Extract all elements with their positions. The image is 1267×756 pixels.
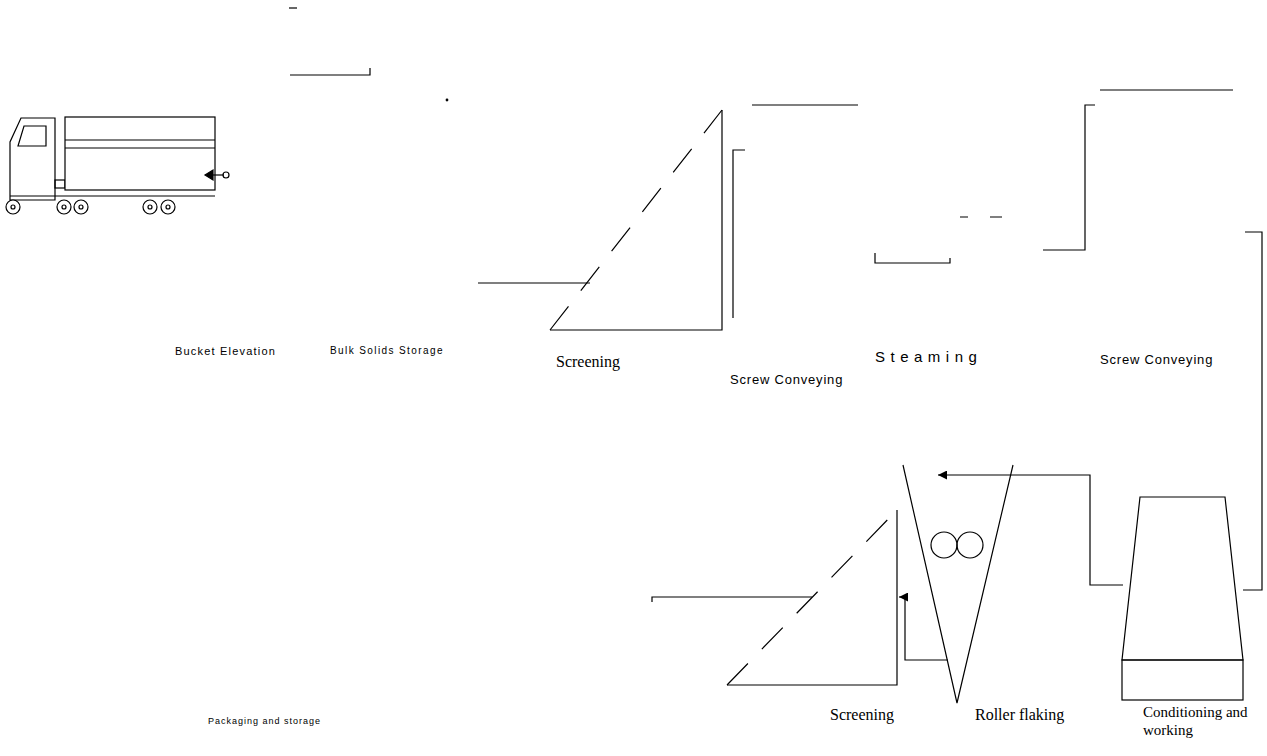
step-label: Packaging and storage — [208, 716, 321, 727]
screen-deck — [550, 110, 722, 330]
step-label: Steaming — [875, 348, 982, 366]
conveyor-stroke — [733, 150, 745, 318]
truck-chassis — [10, 195, 215, 196]
truck-hitch-eye — [223, 172, 229, 178]
flow-line — [1043, 105, 1095, 250]
step-label: Bucket Elevation — [175, 345, 276, 358]
process-step: Screw Conveying — [1095, 85, 1245, 375]
step-label: Roller flaking — [975, 705, 1064, 724]
step-label: Screening — [830, 705, 894, 724]
step-label: Bulk Solids Storage — [330, 345, 444, 357]
flow-line — [1243, 232, 1262, 590]
truck-wheels — [6, 200, 175, 214]
truck-coupling — [55, 180, 65, 188]
flow-line — [899, 597, 948, 660]
truck-stripe — [65, 147, 215, 148]
hub — [166, 205, 170, 209]
step-label: Conditioning and working — [1143, 703, 1258, 739]
step-label: Screening — [556, 352, 620, 371]
screen-frame — [550, 110, 722, 330]
conditioner-tank — [1122, 497, 1243, 660]
flow-line — [938, 475, 1123, 585]
truck-body — [65, 117, 215, 190]
conveyor-stroke — [752, 104, 858, 105]
hub — [148, 205, 152, 209]
hub — [79, 205, 83, 209]
process-step: Bulk Solids Storage — [328, 275, 478, 365]
steamer-stroke — [875, 253, 950, 263]
flaking-roller — [931, 532, 957, 558]
process-step: Screening — [548, 105, 726, 377]
truck-stripe — [65, 139, 215, 140]
process-step: Packaging and storage — [205, 712, 345, 734]
flow-line — [478, 282, 590, 283]
truck — [6, 117, 229, 214]
hub — [11, 205, 15, 209]
process-step: Conditioning and working — [1115, 495, 1261, 753]
wheel — [57, 200, 71, 214]
step-label: Screw Conveying — [1100, 352, 1213, 368]
wheel — [74, 200, 88, 214]
conveyor-stroke — [1100, 89, 1233, 90]
truck-window — [18, 126, 46, 146]
hub — [62, 205, 66, 209]
process-step: Screw Conveying — [728, 100, 868, 395]
truck-cab — [10, 118, 55, 200]
truck-hitch-head — [205, 170, 213, 180]
process-step: Screening — [725, 505, 930, 727]
flaking-roller — [957, 532, 983, 558]
stray-stroke — [289, 7, 297, 8]
wheel — [6, 200, 20, 214]
packaging-stroke — [652, 597, 812, 602]
process-step: Bucket Elevation — [172, 342, 322, 366]
steamer-stroke — [960, 216, 1002, 217]
step-label: Screw Conveying — [730, 372, 843, 388]
storage-stroke — [290, 68, 370, 75]
flaker-hopper — [903, 465, 1013, 703]
wheel — [161, 200, 175, 214]
process-step: Steaming — [870, 200, 1020, 372]
stray-dot — [446, 99, 448, 101]
process-step: Roller flaking — [900, 460, 1088, 728]
wheel — [143, 200, 157, 214]
conditioner-base — [1122, 660, 1243, 700]
